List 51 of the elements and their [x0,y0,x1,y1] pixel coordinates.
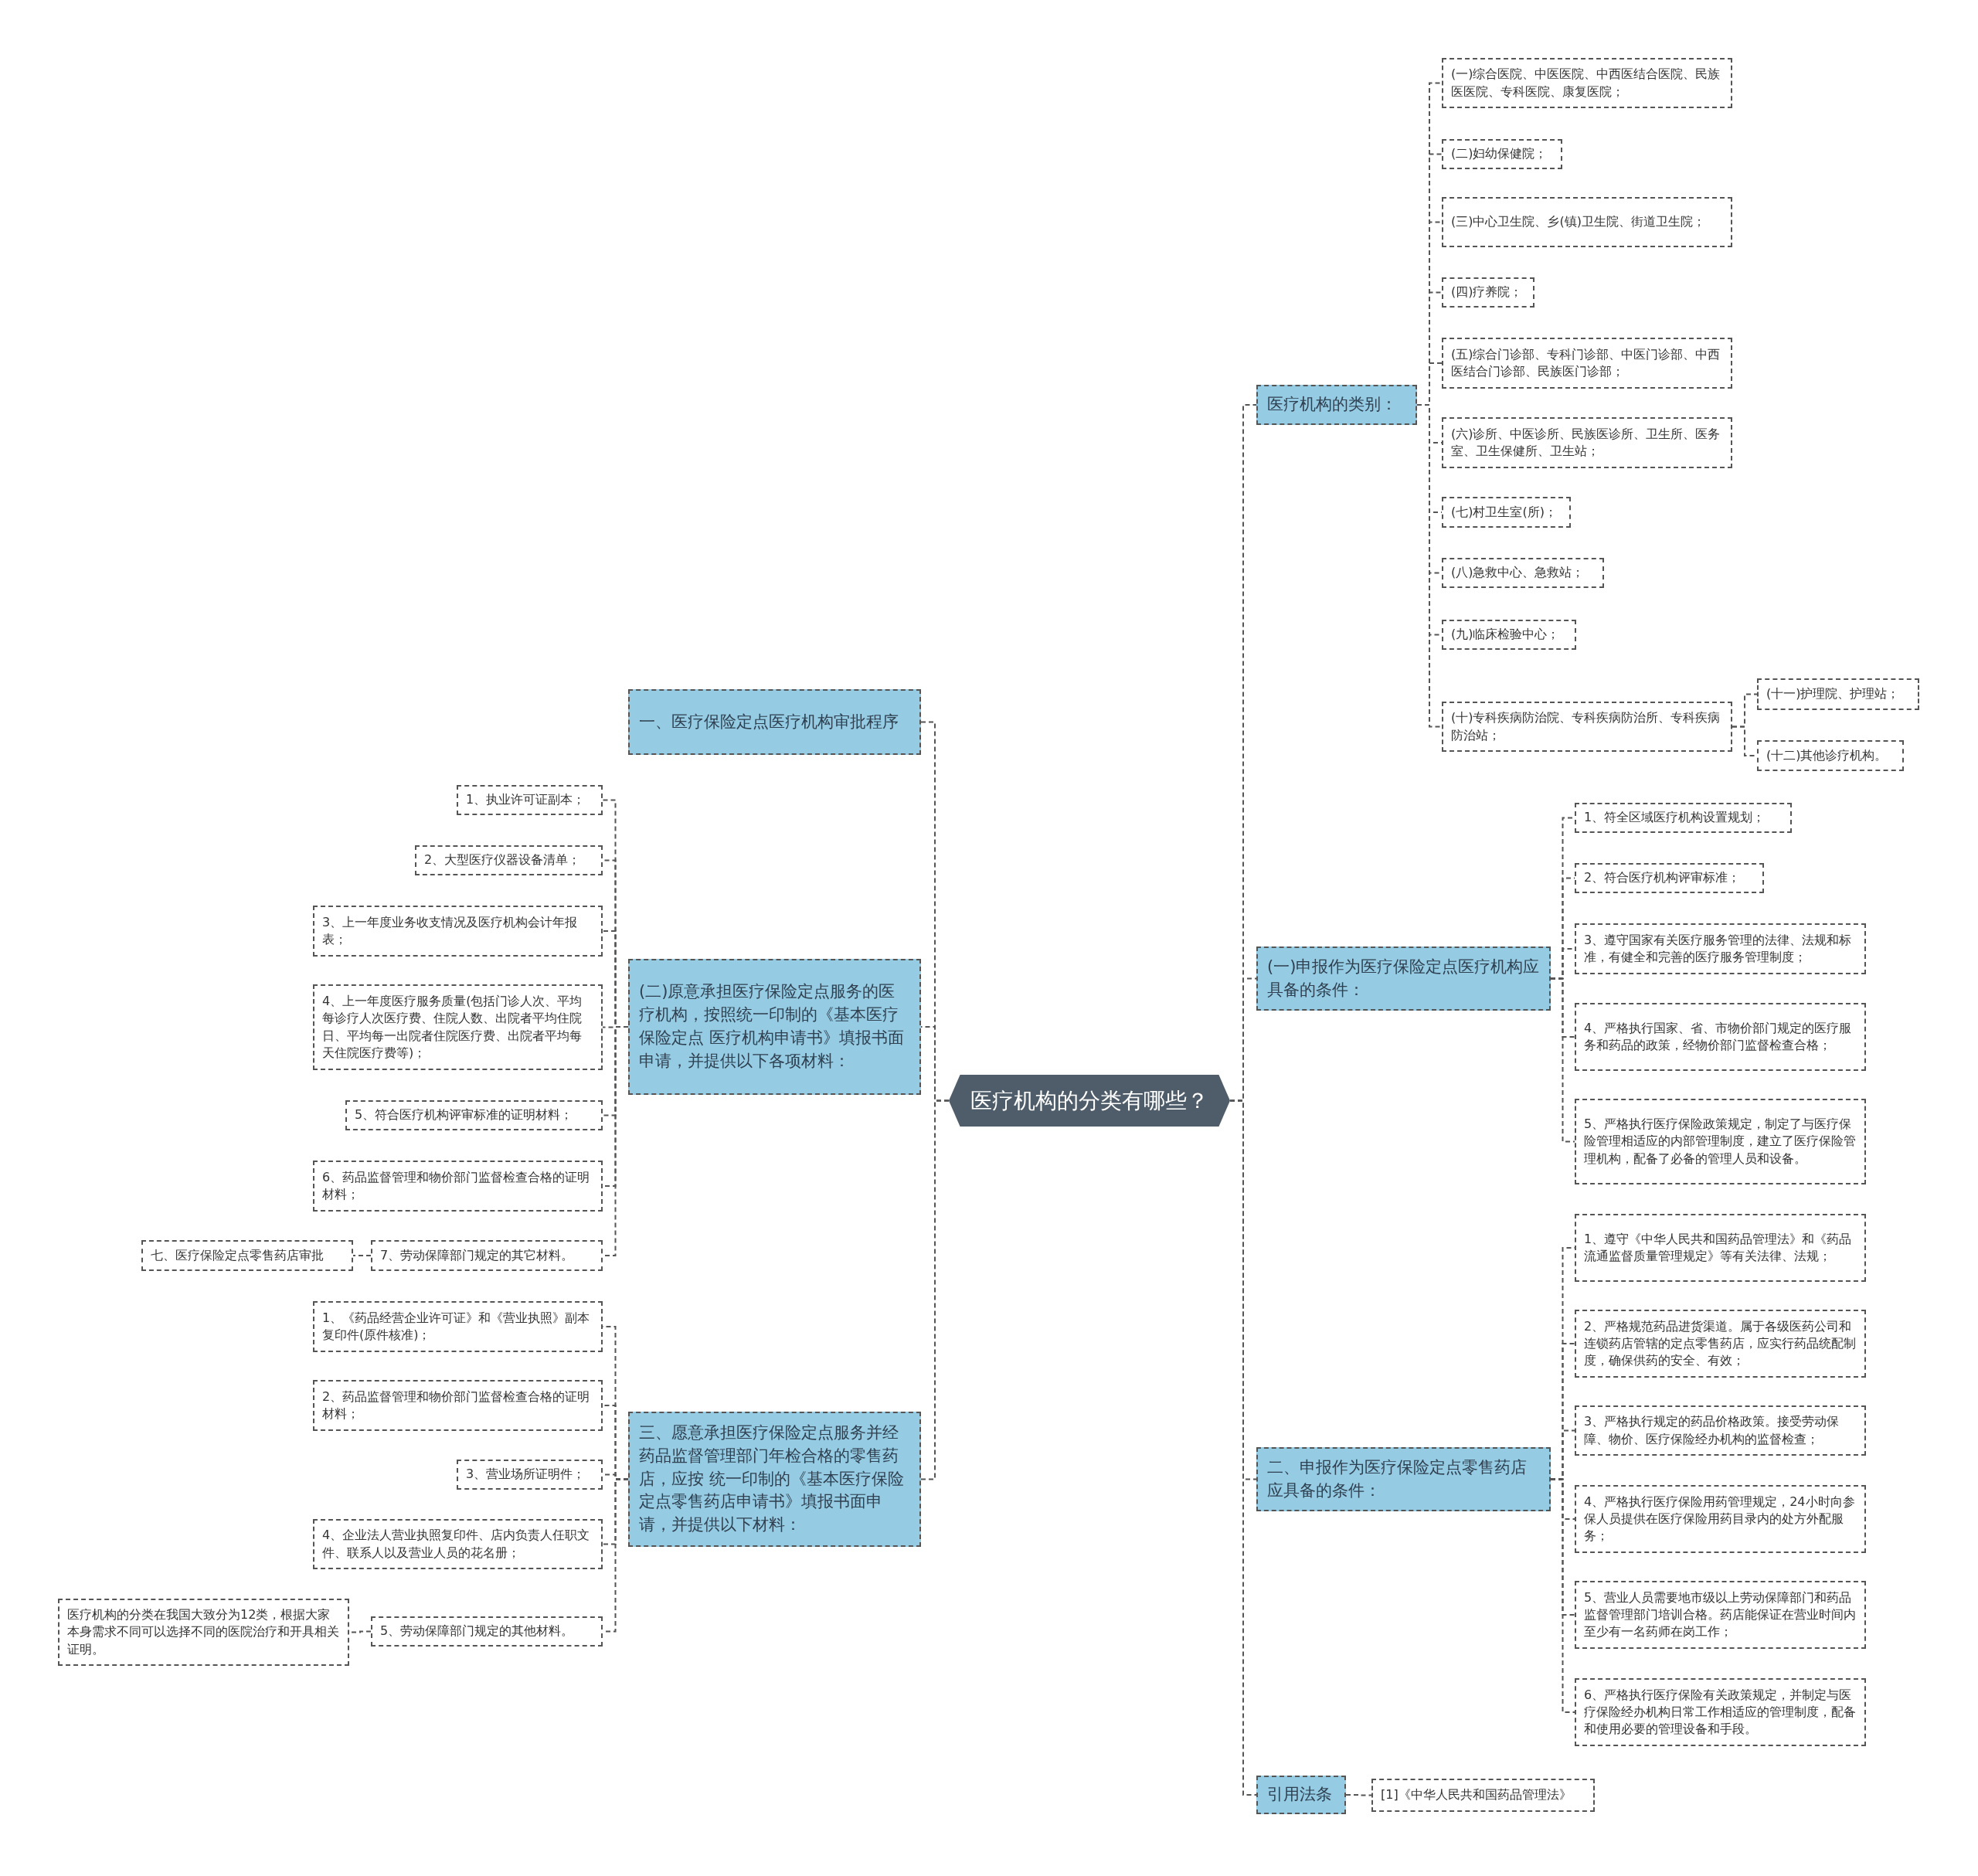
leaf-box: (十一)护理院、护理站； [1757,678,1919,710]
leaf-box: (二)妇幼保健院； [1442,139,1562,169]
leaf-box: 医疗机构的分类在我国大致分为12类，根据大家本身需求不同可以选择不同的医院治疗和开具相关证明。 [58,1599,349,1666]
leaf-box: (十)专科疾病防治院、专科疾病防治所、专科疾病防治站； [1442,702,1732,752]
branch-box: (二)原意承担医疗保险定点服务的医疗机构，按照统一印制的《基本医疗保险定点 医疗机构申请书》填报书面申请，并提供以下各项材料： [628,959,921,1095]
leaf-box: 七、医疗保险定点零售药店审批 [141,1240,353,1271]
leaf-box: [1]《中华人民共和国药品管理法》 [1371,1779,1595,1812]
leaf-box: 4、企业法人营业执照复印件、店内负责人任职文件、联系人以及营业人员的花名册； [313,1519,603,1569]
leaf-box: 1、《药品经营企业许可证》和《营业执照》副本复印件(原件核准)； [313,1301,603,1352]
leaf-box: (六)诊所、中医诊所、民族医诊所、卫生所、医务室、卫生保健所、卫生站； [1442,417,1732,468]
leaf-box: 4、上一年度医疗服务质量(包括门诊人次、平均每诊疗人次医疗费、住院人数、出院者平均住院日、平均每一出院者住院医疗费、出院者平均每天住院医疗费等)； [313,984,603,1070]
leaf-box: 2、药品监督管理和物价部门监督检查合格的证明材料； [313,1380,603,1431]
leaf-box: 2、严格规范药品进货渠道。属于各级医药公司和连锁药店管辖的定点零售药店，应实行药品统配制度，确保供药的安全、有效； [1575,1310,1866,1378]
leaf-box: 3、营业场所证明件； [457,1460,603,1490]
connector-line [352,1255,372,1256]
branch-box: 一、医疗保险定点医疗机构审批程序 [628,689,921,755]
leaf-box: 5、营业人员需要地市级以上劳动保障部门和药品监督管理部门培训合格。药店能保证在营业时间内至少有一名药师在岗工作； [1575,1581,1866,1649]
branch-box: 医疗机构的类别： [1256,385,1417,425]
leaf-box: 2、符合医疗机构评审标准； [1575,863,1764,893]
leaf-box: (九)临床检验中心； [1442,620,1576,650]
leaf-box: (十二)其他诊疗机构。 [1757,740,1904,771]
leaf-box: (五)综合门诊部、专科门诊部、中医门诊部、中西医结合门诊部、民族医门诊部； [1442,338,1732,389]
branch-box: (一)申报作为医疗保险定点医疗机构应具备的条件： [1256,946,1551,1011]
leaf-box: (四)疗养院； [1442,277,1534,308]
leaf-box: 5、符合医疗机构评审标准的证明材料； [345,1100,603,1130]
connector-line [1550,977,1575,1143]
connector-line [1229,1099,1257,1796]
connector-line [1345,1794,1372,1796]
leaf-box: 3、严格执行规定的药品价格政策。接受劳动保障、物价、医疗保险经办机构的监督检查； [1575,1405,1866,1456]
connector-line [1550,1478,1575,1713]
leaf-box: 5、严格执行医疗保险政策规定，制定了与医疗保险管理相适应的内部管理制度，建立了医疗保险管理机构，配备了必备的管理人员和设备。 [1575,1099,1866,1184]
leaf-box: (八)急救中心、急救站； [1442,558,1604,588]
branch-box: 二、申报作为医疗保险定点零售药店应具备的条件： [1256,1447,1551,1511]
connector-line [920,1099,950,1480]
leaf-box: 1、执业许可证副本； [457,785,603,815]
branch-box: 三、愿意承担医疗保险定点服务并经药品监督管理部门年检合格的零售药店，应按 统一印制的《基本医疗保险定点零售药店申请书》填报书面申请，并提供以下材料： [628,1412,921,1547]
leaf-box: 6、药品监督管理和物价部门监督检查合格的证明材料； [313,1161,603,1212]
leaf-box: 3、上一年度业务收支情况及医疗机构会计年报表； [313,906,603,957]
branch-box: 引用法条 [1256,1776,1346,1814]
leaf-box: 4、严格执行国家、省、市物价部门规定的医疗服务和药品的政策，经物价部门监督检查合格； [1575,1003,1866,1071]
leaf-box: (七)村卫生室(所)； [1442,497,1571,528]
leaf-box: (一)综合医院、中医医院、中西医结合医院、民族医医院、专科医院、康复医院； [1442,58,1732,108]
leaf-box: 7、劳动保障部门规定的其它材料。 [371,1240,603,1271]
leaf-box: 4、严格执行医疗保险用药管理规定，24小时向参保人员提供在医疗保险用药目录内的处方外配服务； [1575,1485,1866,1553]
leaf-box: 2、大型医疗仪器设备清单； [415,845,603,875]
leaf-box: 6、严格执行医疗保险有关政策规定，并制定与医疗保险经办机构日常工作相适应的管理制度，配备和使用必要的管理设备和手段。 [1575,1678,1866,1746]
leaf-box: 1、遵守《中华人民共和国药品管理法》和《药品流通监督质量管理规定》等有关法律、法规； [1575,1214,1866,1282]
leaf-box: 3、遵守国家有关医疗服务管理的法律、法规和标准，有健全和完善的医疗服务管理制度； [1575,923,1866,974]
leaf-box: (三)中心卫生院、乡(镇)卫生院、街道卫生院； [1442,197,1732,247]
leaf-box: 5、劳动保障部门规定的其他材料。 [371,1616,603,1647]
leaf-box: 1、符全区域医疗机构设置规划； [1575,803,1792,833]
